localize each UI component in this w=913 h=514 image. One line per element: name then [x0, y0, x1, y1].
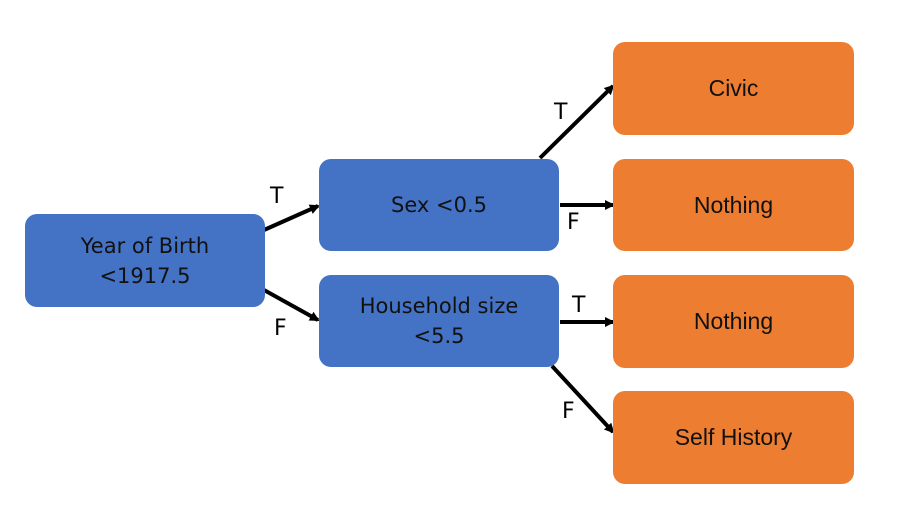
leaf-self-history-label: Self History [674, 424, 793, 450]
edge-sex-to-civic [538, 84, 615, 160]
edge-label-household-to-self-history: F [562, 399, 575, 424]
leaf-self-history: Self History [613, 391, 854, 484]
leaf-nothing-2: Nothing [613, 275, 854, 368]
leaf-civic-label: Civic [708, 75, 759, 101]
leaf-nothing-1-label: Nothing [693, 191, 774, 218]
edge-root-to-household [263, 288, 320, 322]
leaf-civic: Civic [613, 42, 854, 135]
edge-label-household-to-nothing: T [572, 293, 586, 318]
node-household-line2: <5.5 [413, 324, 465, 348]
node-root-line2: <1917.5 [99, 263, 191, 288]
leaf-nothing-1: Nothing [613, 159, 854, 251]
leaf-nothing-2-label: Nothing [693, 308, 774, 334]
node-household-line1: Household size [359, 294, 519, 318]
node-root-line1: Year of Birth [80, 233, 210, 258]
node-sex-line1: Sex <0.5 [391, 193, 487, 217]
node-sex: Sex <0.5 [319, 159, 559, 251]
node-household-size: Household size <5.5 [319, 275, 559, 367]
edge-household-to-self-history [550, 364, 615, 434]
edge-label-sex-to-nothing: F [567, 210, 580, 235]
edge-label-root-to-sex: T [270, 184, 284, 209]
edge-root-to-sex [263, 204, 320, 232]
edge-label-root-to-household: F [274, 316, 287, 341]
node-root-year-of-birth: Year of Birth <1917.5 [25, 214, 265, 307]
edge-label-sex-to-civic: T [554, 100, 568, 125]
